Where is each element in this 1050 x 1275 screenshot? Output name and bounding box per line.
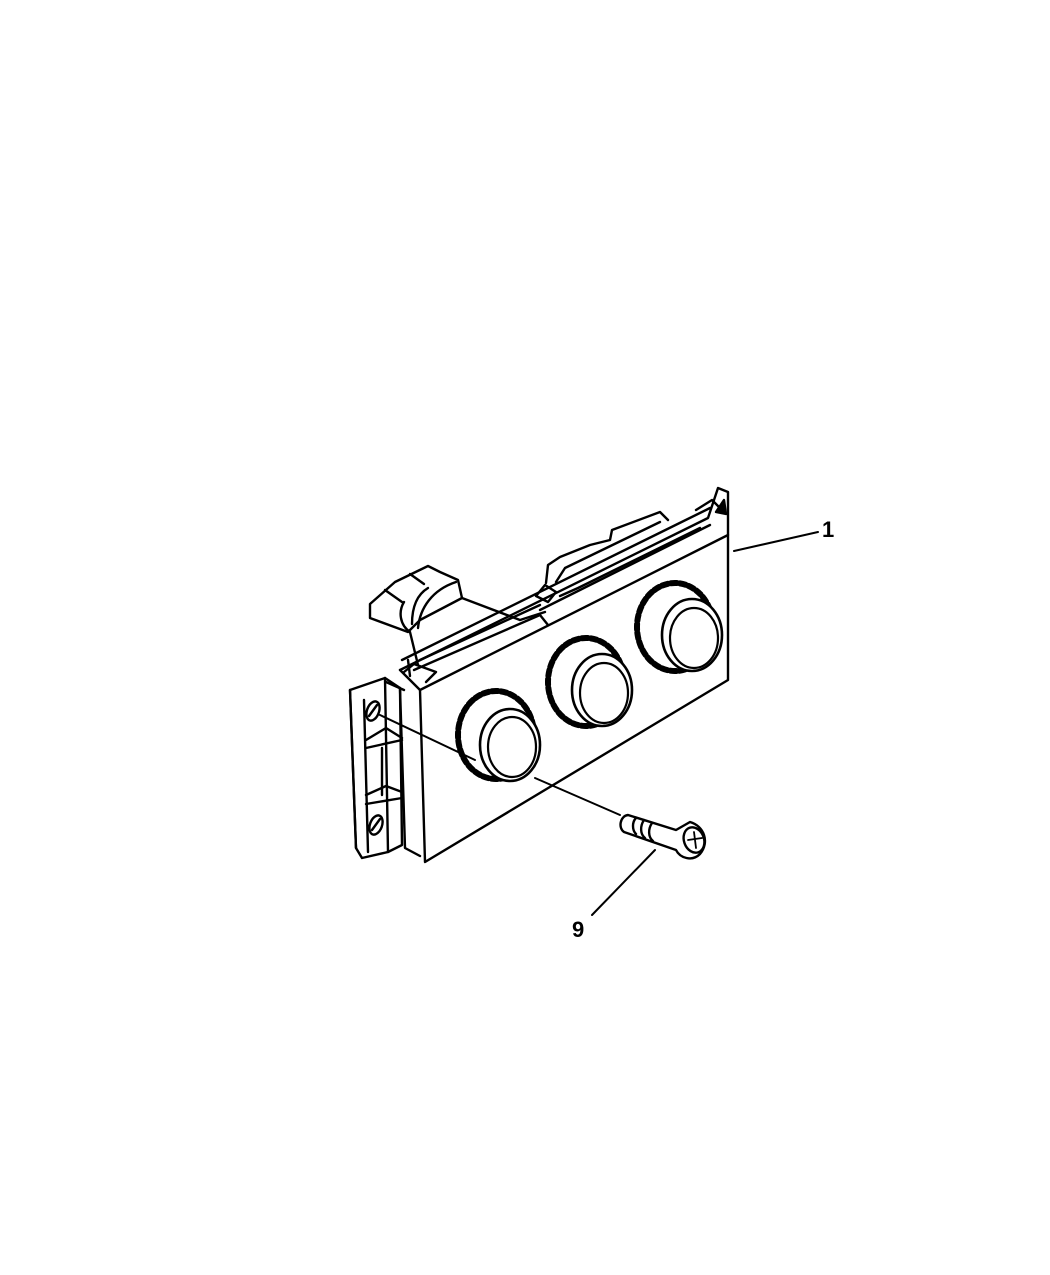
screw xyxy=(621,815,708,858)
screw-install-line xyxy=(380,715,620,815)
callout-9-leader xyxy=(592,850,655,915)
bracket-hole-top xyxy=(364,700,382,723)
knob-center xyxy=(548,638,632,726)
bracket-hole-bottom xyxy=(367,814,385,837)
knob-left xyxy=(458,691,540,781)
callout-1-leader xyxy=(734,532,818,551)
mounting-bracket xyxy=(350,678,420,858)
callout-label-9: 9 xyxy=(572,917,585,942)
knob-right xyxy=(637,583,722,671)
rear-connector-housing xyxy=(370,566,548,682)
callout-label-1: 1 xyxy=(822,517,835,542)
